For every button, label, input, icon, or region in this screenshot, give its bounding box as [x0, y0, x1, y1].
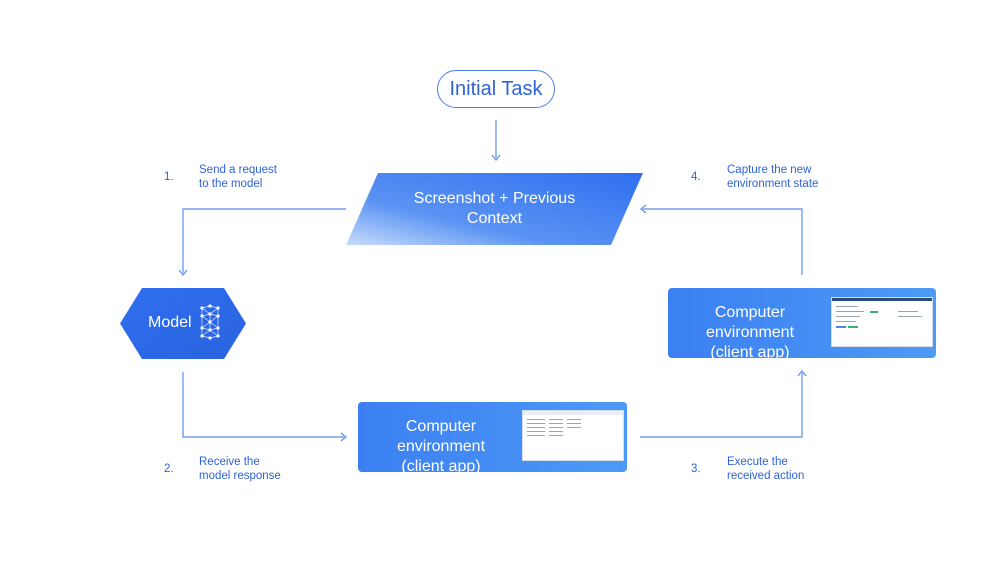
arrow-model-to-env: [182, 372, 344, 438]
step-4-line2: environment state: [727, 178, 819, 190]
initial-task-node: Initial Task: [437, 70, 555, 108]
step-2-label: Receive the model response: [199, 455, 281, 483]
step-3-label: Execute the received action: [727, 455, 804, 483]
step-1-line2: to the model: [199, 178, 263, 190]
step-4-line1: Capture the new: [727, 164, 812, 176]
step-3-line2: received action: [727, 470, 805, 482]
context-node: Screenshot + Previous Context: [346, 173, 643, 245]
step-2-line1: Receive the: [199, 456, 260, 468]
arrow-env-to-context: [643, 208, 803, 275]
model-node: Model: [120, 288, 246, 359]
environment-node-right: Computer environment (client app): [668, 288, 936, 361]
environment-subtitle: (client app): [401, 458, 481, 475]
step-2-line2: model response: [199, 470, 281, 482]
step-2-number: 2.: [164, 463, 174, 475]
step-4-number: 4.: [691, 171, 701, 183]
step-1-line1: Send a request: [199, 164, 278, 176]
step-3-line1: Execute the: [727, 456, 788, 468]
step-3-number: 3.: [691, 463, 701, 475]
step-4-label: Capture the new environment state: [727, 163, 818, 191]
environment-title: Computer environment: [705, 304, 795, 341]
client-app-screenshot-thumbnail: [522, 410, 624, 461]
arrow-env-to-env: [640, 373, 803, 438]
model-label: Model: [148, 314, 192, 331]
client-app-screenshot-thumbnail: [831, 297, 933, 347]
step-1-number: 1.: [164, 171, 174, 183]
step-1-label: Send a request to the model: [199, 163, 277, 191]
initial-task-label: Initial Task: [449, 77, 543, 100]
environment-subtitle: (client app): [710, 344, 790, 361]
context-label-line1: Screenshot + Previous: [413, 190, 576, 207]
arrow-context-to-model: [182, 208, 346, 273]
environment-title: Computer environment: [396, 418, 486, 455]
parallelogram-shape: [346, 173, 643, 245]
neural-network-icon: [200, 304, 220, 340]
environment-node-bottom: Computer environment (client app): [358, 402, 627, 475]
hexagon-shape: [120, 288, 246, 359]
context-label-line2: Context: [466, 210, 523, 227]
